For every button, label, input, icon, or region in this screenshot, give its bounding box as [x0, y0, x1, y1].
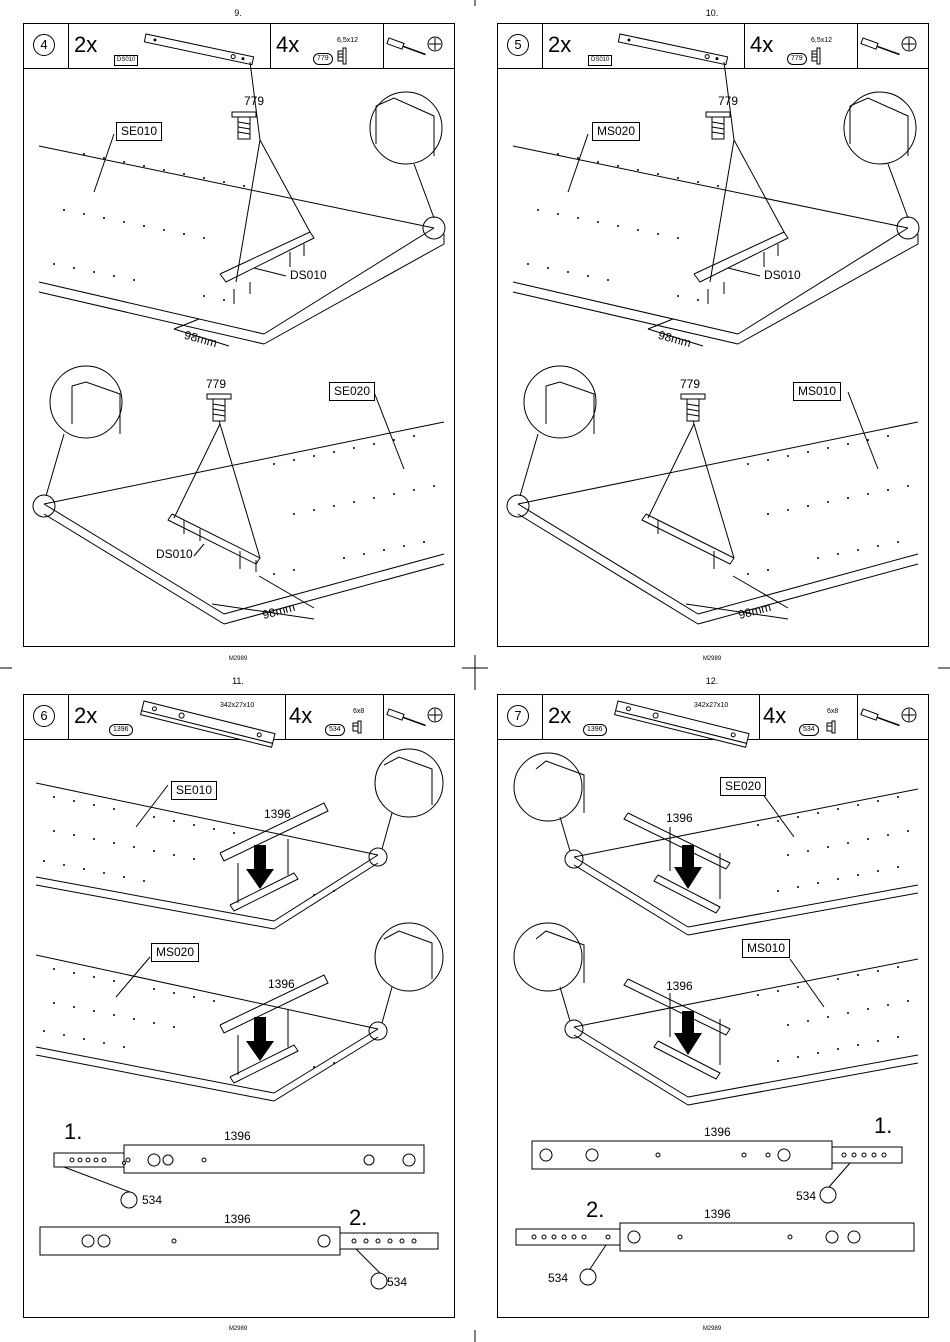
- part-spec: 6x8: [827, 708, 839, 715]
- footer-code: M2989: [228, 656, 248, 662]
- part-quantity: 4x: [750, 32, 774, 57]
- page-number: 10.: [705, 8, 719, 18]
- screw-label: 534: [796, 1189, 817, 1203]
- instruction-panel: 4 2x DS010 4x 779 6,5x12: [23, 23, 455, 647]
- footer-code: M2989: [702, 656, 722, 662]
- instruction-panel: 5 2x DS010 4x 779 6,5x12: [497, 23, 929, 647]
- substep-number: 2.: [586, 1197, 605, 1222]
- screw-label: 534: [142, 1193, 163, 1207]
- screw-label: 779: [244, 94, 265, 108]
- parts-header: 6 2x 1396 342x27x10 4x 534 6x8: [24, 695, 454, 748]
- screw-icon: [811, 47, 821, 65]
- page-number: 12.: [705, 676, 719, 686]
- substep-number: 1.: [874, 1113, 893, 1138]
- board-label: SE010: [171, 781, 218, 800]
- part-code: 534: [799, 724, 819, 736]
- screwdriver-icon: [860, 37, 900, 56]
- substep-number: 1.: [64, 1119, 83, 1144]
- board-label: MS010: [742, 939, 791, 958]
- rail-icon: [617, 33, 729, 66]
- parts-header: 4 2x DS010 4x 779 6,5x12: [24, 24, 454, 69]
- step-number: 7: [507, 705, 529, 727]
- assembly-diagram: [35, 748, 444, 1290]
- screw-icon: [337, 47, 347, 65]
- part-spec: 6x8: [353, 708, 365, 715]
- rail-label: 1396: [264, 807, 291, 821]
- rail-icon: [614, 700, 750, 748]
- page-number: 9.: [234, 8, 242, 18]
- board-label: MS010: [793, 382, 842, 401]
- part-code: 534: [325, 724, 345, 736]
- screwdriver-icon: [386, 708, 426, 727]
- phillips-head-icon: [427, 36, 443, 52]
- part-spec: 6,5x12: [337, 37, 359, 44]
- board-label: MS020: [151, 943, 200, 962]
- screw-label: 779: [718, 94, 739, 108]
- rail-label: DS010: [290, 268, 327, 282]
- part-spec: 6,5x12: [811, 37, 833, 44]
- rail-label: DS010: [156, 547, 193, 561]
- rail-label: DS010: [764, 268, 801, 282]
- rail-icon: [143, 33, 255, 66]
- part-spec: 342x27x10: [694, 702, 729, 709]
- part-spec: 342x27x10: [220, 702, 255, 709]
- board-label: SE020: [329, 382, 376, 401]
- parts-header: 7 2x 1396 342x27x10 4x 534 6x8: [498, 695, 928, 748]
- rail-label: 1396: [666, 811, 693, 825]
- assembly-diagram: [513, 752, 919, 1286]
- part-quantity: 4x: [763, 703, 787, 728]
- step-number: 6: [33, 705, 55, 727]
- rail-label: 1396: [224, 1129, 251, 1143]
- part-quantity: 4x: [289, 703, 313, 728]
- part-quantity: 2x: [74, 32, 98, 57]
- parts-header: 5 2x DS010 4x 779 6,5x12: [498, 24, 928, 69]
- footer-code: M2989: [228, 1326, 248, 1332]
- page-number: 11.: [232, 676, 244, 686]
- screw-label: 534: [548, 1271, 569, 1285]
- board-label: MS020: [592, 122, 641, 141]
- rail-label: 1396: [666, 979, 693, 993]
- phillips-head-icon: [901, 36, 917, 52]
- step-number: 5: [507, 34, 529, 56]
- assembly-diagram: [506, 61, 920, 625]
- part-code: 1396: [109, 724, 133, 736]
- part-quantity: 4x: [276, 32, 300, 57]
- phillips-head-icon: [901, 707, 917, 723]
- part-code: DS010: [114, 55, 139, 66]
- part-quantity: 2x: [548, 703, 572, 728]
- board-label: SE020: [720, 777, 767, 796]
- screwdriver-icon: [386, 37, 426, 56]
- part-code: DS010: [588, 55, 613, 66]
- instruction-panel: 7 2x 1396 342x27x10 4x 534 6x8: [497, 694, 929, 1318]
- footer-code: M2989: [702, 1326, 722, 1332]
- rail-label: 1396: [704, 1125, 731, 1139]
- screwdriver-icon: [860, 708, 900, 727]
- screw-label: 779: [206, 377, 227, 391]
- board-label: SE010: [116, 122, 163, 141]
- part-code: 779: [313, 53, 333, 65]
- rail-label: 1396: [224, 1212, 251, 1226]
- step-number: 4: [33, 34, 55, 56]
- screw-label: 779: [680, 377, 701, 391]
- instruction-panel: 6 2x 1396 342x27x10 4x 534 6x8: [23, 694, 455, 1318]
- screw-icon: [826, 720, 836, 734]
- rail-label: 1396: [268, 977, 295, 991]
- part-quantity: 2x: [548, 32, 572, 57]
- screw-label: 534: [387, 1275, 408, 1289]
- assembly-diagram: [32, 61, 446, 625]
- phillips-head-icon: [427, 707, 443, 723]
- part-code: 779: [787, 53, 807, 65]
- rail-label: 1396: [704, 1207, 731, 1221]
- substep-number: 2.: [349, 1205, 368, 1230]
- part-quantity: 2x: [74, 703, 98, 728]
- screw-icon: [352, 720, 362, 734]
- rail-icon: [140, 700, 276, 748]
- part-code: 1396: [583, 724, 607, 736]
